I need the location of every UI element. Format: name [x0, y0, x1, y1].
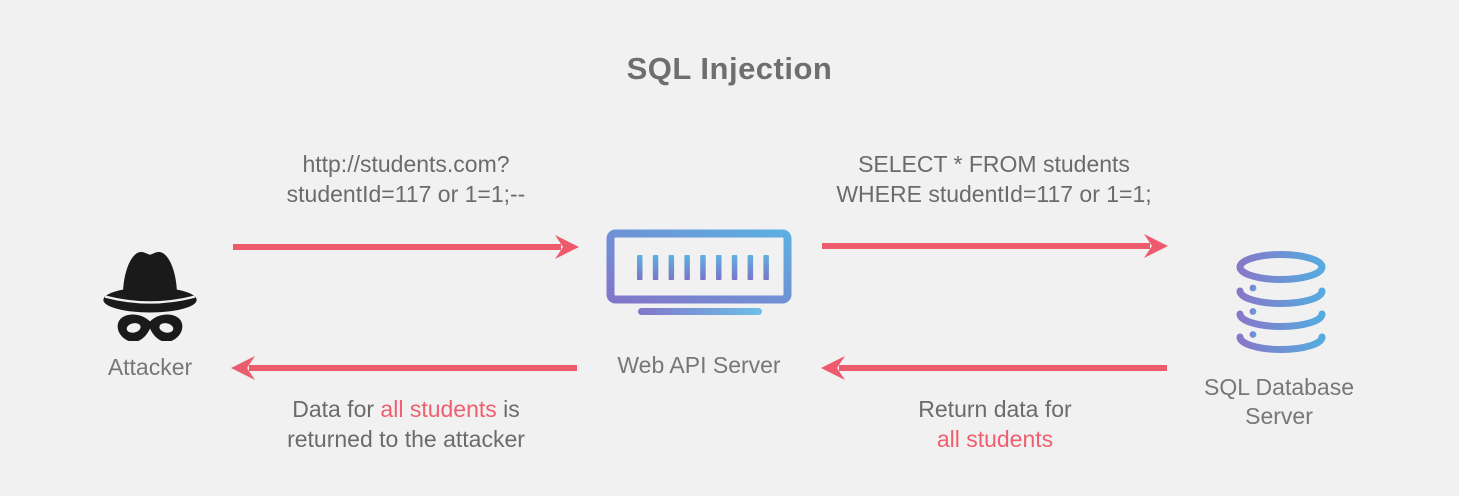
sql-query-text: SELECT * FROM students WHERE studentId=1…: [744, 149, 1244, 209]
attacker-response-suffix: is: [496, 396, 520, 422]
db-response-line1: Return data for: [918, 396, 1072, 422]
sql-query-line2: WHERE studentId=117 or 1=1;: [836, 181, 1152, 207]
attacker-response-highlight: all students: [380, 396, 497, 422]
arrow-server-to-database: [822, 234, 1168, 258]
arrow-attacker-to-server: [233, 235, 579, 259]
attacker-request-line1: http://students.com?: [302, 151, 510, 177]
web-api-server-label: Web API Server: [617, 352, 781, 378]
server-icon: [606, 229, 792, 315]
attacker-response-text: Data for all students is returned to the…: [156, 394, 656, 454]
sql-query-line1: SELECT * FROM students: [858, 151, 1130, 177]
attacker-response-line1: Data for all students is: [156, 394, 656, 424]
attacker-response-line2: returned to the attacker: [287, 426, 525, 452]
attacker-response-prefix: Data for: [292, 396, 381, 422]
attacker-label: Attacker: [107, 354, 193, 380]
spy-icon: [103, 252, 197, 341]
bottom-edge-strip: [0, 496, 1459, 503]
db-response-text: Return data for all students: [745, 394, 1245, 454]
db-response-highlight: all students: [936, 426, 1054, 452]
attacker-request-line2: studentId=117 or 1=1;--: [286, 181, 526, 207]
sql-database-label-line2: Server: [1245, 403, 1313, 429]
attacker-request-text: http://students.com? studentId=117 or 1=…: [156, 149, 656, 209]
sql-database-label-line1: SQL Database: [1203, 374, 1355, 400]
sql-database-server-label: SQL Database Server: [1179, 373, 1379, 431]
database-icon: [1236, 251, 1326, 353]
arrow-database-to-server: [821, 356, 1167, 380]
arrow-server-to-attacker: [231, 356, 577, 380]
page-title: SQL Injection: [626, 51, 833, 86]
